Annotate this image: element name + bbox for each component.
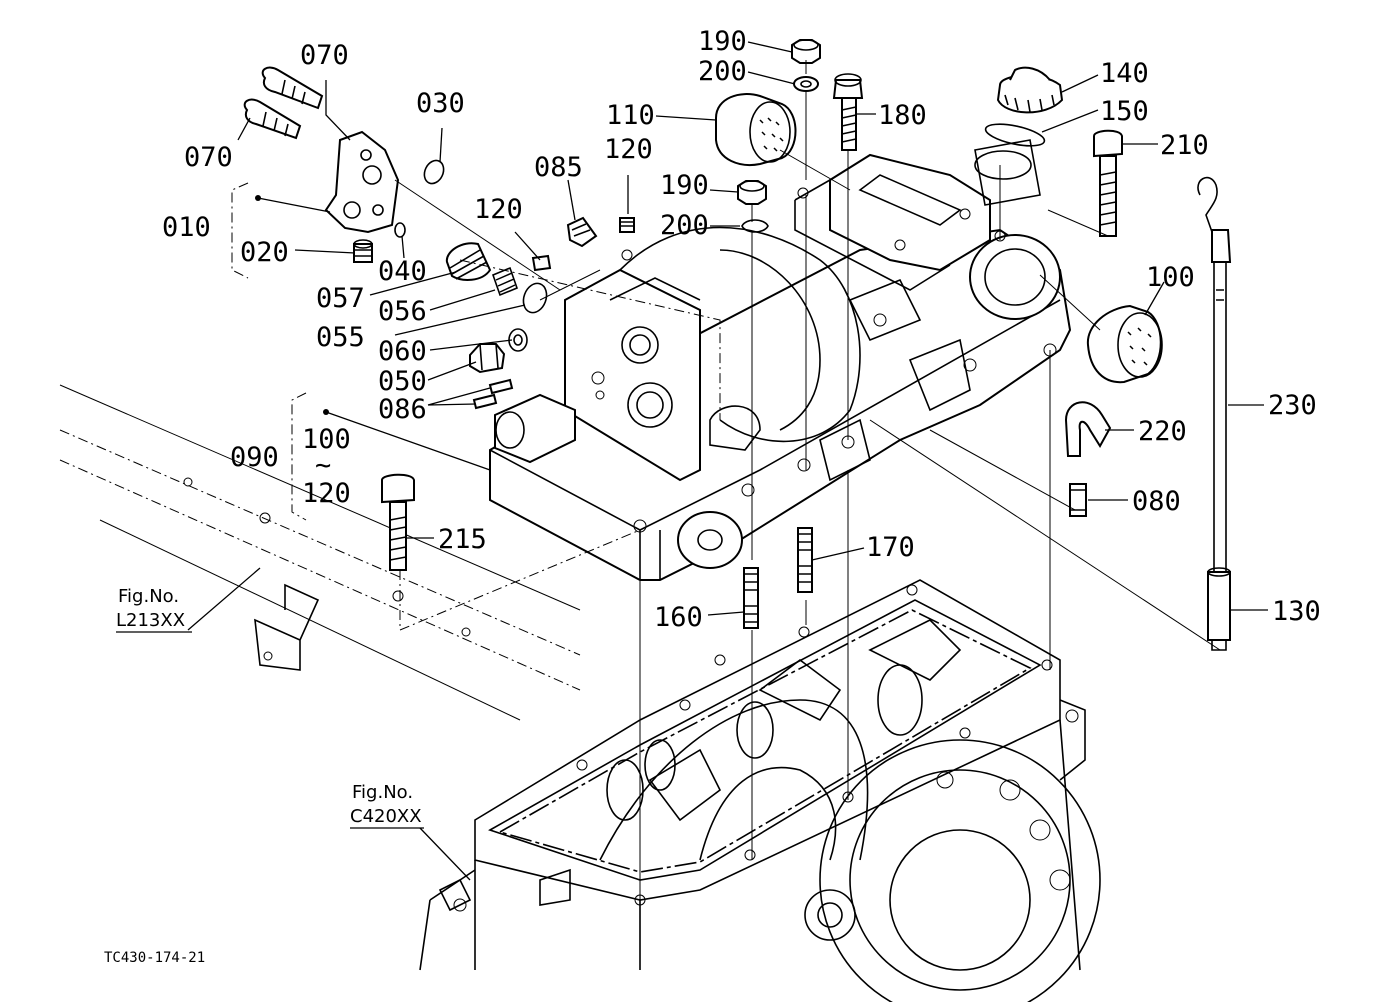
callout-130: 130 xyxy=(1272,596,1321,627)
callout-170: 170 xyxy=(866,532,915,563)
assembly-lines xyxy=(394,60,1221,900)
callout-010: 010 xyxy=(162,212,211,243)
fig-ref-l213-number: L213XX xyxy=(116,610,185,631)
callout-220: 220 xyxy=(1138,416,1187,447)
callout-086: 086 xyxy=(378,394,427,425)
callout-020: 020 xyxy=(240,237,289,268)
callout-range-tilde: ~ xyxy=(315,450,331,481)
callout-120-range-end: 120 xyxy=(302,478,351,509)
callout-230: 230 xyxy=(1268,390,1317,421)
fig-ref-c420-number: C420XX xyxy=(350,806,422,827)
top-right-parts xyxy=(381,39,1232,651)
callout-070-lower: 070 xyxy=(184,142,233,173)
callout-190-lower: 190 xyxy=(660,170,709,201)
callout-190-upper: 190 xyxy=(698,26,747,57)
callout-160: 160 xyxy=(654,602,703,633)
callout-140: 140 xyxy=(1100,58,1149,89)
leader-lines xyxy=(187,41,1268,881)
callout-210: 210 xyxy=(1160,130,1209,161)
callout-150: 150 xyxy=(1100,96,1149,127)
callout-200-lower: 200 xyxy=(660,210,709,241)
callout-200-upper: 200 xyxy=(698,56,747,87)
frame-rail xyxy=(59,384,581,721)
callout-070-upper: 070 xyxy=(300,40,349,71)
callout-085: 085 xyxy=(534,152,583,183)
callout-180: 180 xyxy=(878,100,927,131)
transmission-case xyxy=(419,579,1101,1002)
callout-090: 090 xyxy=(230,442,279,473)
callout-080: 080 xyxy=(1132,486,1181,517)
callout-100-right: 100 xyxy=(1146,262,1195,293)
callout-050: 050 xyxy=(378,366,427,397)
callout-120-left: 120 xyxy=(474,194,523,225)
hydraulic-housing xyxy=(489,139,1072,581)
fig-ref-l213-label: Fig.No. xyxy=(118,586,179,607)
callout-060: 060 xyxy=(378,336,427,367)
callout-100-range-start: 100 xyxy=(302,424,351,455)
control-valve-parts xyxy=(231,66,635,521)
fig-ref-c420-label: Fig.No. xyxy=(352,782,413,803)
callout-215: 215 xyxy=(438,524,487,555)
figure-references: Fig.No. L213XX Fig.No. C420XX xyxy=(116,586,424,829)
callout-labels: 070 070 030 010 020 040 057 056 055 060 … xyxy=(162,26,1321,633)
callout-110: 110 xyxy=(606,100,655,131)
callout-057: 057 xyxy=(316,283,365,314)
callout-055: 055 xyxy=(316,322,365,353)
callout-040: 040 xyxy=(378,256,427,287)
callout-056: 056 xyxy=(378,296,427,327)
drawing-code: TC430-174-21 xyxy=(104,950,205,966)
callout-120-mid: 120 xyxy=(604,134,653,165)
callout-030: 030 xyxy=(416,88,465,119)
